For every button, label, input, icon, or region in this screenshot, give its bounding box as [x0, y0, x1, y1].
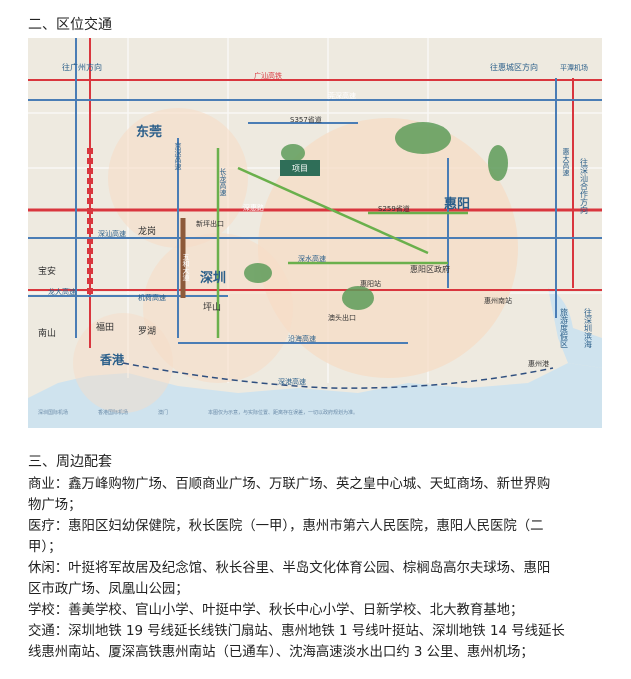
label-shenshan-expy: 深汕高速 — [98, 229, 126, 238]
label-nanshan: 南山 — [38, 327, 56, 339]
label-guanghui-rail: 广汕高铁 — [254, 71, 282, 80]
map-parks — [244, 122, 508, 310]
para-medical-line2: 甲）； — [28, 540, 62, 555]
para-medical-line1: 医疗：惠阳区妇幼保健院，秋长医院（一甲），惠州市第六人民医院，惠阳人民医院（二 — [28, 519, 544, 534]
label-huida-expy: 惠大高速 — [562, 147, 570, 177]
label-longda: 龙大高速 — [48, 287, 76, 296]
project-marker — [280, 160, 320, 176]
label-hongkong: 香港 — [99, 352, 125, 367]
para-leisure-line2: 区市政广场、凤凰山公园； — [28, 582, 189, 597]
label-jingshen: 京深高速 — [174, 141, 182, 171]
label-baoan: 宝安 — [38, 265, 56, 277]
para-commerce-line1: 商业：鑫万峰购物广场、百顺商业广场、万联广场、英之皇中心城、天虹商场、新世界购 — [28, 477, 551, 492]
huiyang-bubble — [258, 118, 518, 378]
para-traffic-line2: 线惠州南站、厦深高铁惠州南站（已通车）、沈海高速淡水出口约 3 公里、惠州机场； — [28, 645, 534, 660]
label-shengang: 深港高速 — [278, 377, 306, 386]
project-label: 项目 — [292, 164, 308, 173]
label-to-shenshan: 往深汕合作方向 — [580, 157, 589, 214]
map-sea — [28, 363, 602, 428]
label-huizhou-port: 惠州港 — [528, 359, 549, 368]
map-green-roads — [216, 148, 468, 338]
label-aotou: 澳头出口 — [328, 313, 356, 322]
label-futian: 福田 — [96, 321, 114, 333]
label-legend-1: 深圳国际机场 — [38, 409, 68, 416]
label-xinping: 新坪出口 — [196, 219, 224, 228]
label-airport: 平潭机场 — [560, 63, 588, 72]
label-changlong: 长龙高速 — [219, 167, 227, 197]
label-district-gov: 惠阳区政府 — [410, 264, 450, 274]
map-expressways — [28, 38, 602, 344]
label-legend-3: 澳门 — [158, 409, 168, 416]
label-s259: S259省道 — [378, 204, 410, 213]
label-jihe: 机荷高速 — [138, 293, 166, 302]
label-pingshan: 坪山 — [203, 302, 221, 313]
label-guanshen-expy: 莞深高速 — [328, 91, 356, 100]
map-footer-note: 本图仅为示意，与实际位置、距离存在误差，一切以政府规划为准。 — [208, 409, 358, 416]
section-title-facilities: 三、周边配套 — [28, 454, 112, 470]
label-dongguan: 东莞 — [136, 124, 162, 140]
para-traffic-line1: 交通：深圳地铁 19 号线延长线铁门扇站、惠州地铁 1 号线叶挺站、深圳地铁 1… — [28, 624, 565, 639]
label-luohu: 罗湖 — [138, 326, 156, 337]
label-shenhui-road: 深惠路 — [243, 203, 264, 212]
label-to-guangzhou: 往广州方向 — [62, 62, 102, 72]
label-to-shenzhen-coast: 往深圳滨海 — [584, 307, 593, 349]
label-longgang: 龙岗 — [138, 225, 156, 237]
section-title-location: 二、区位交通 — [28, 17, 112, 33]
label-shenshui-expy: 深水高速 — [298, 254, 326, 263]
label-to-huicheng: 往惠城区方向 — [490, 62, 538, 72]
location-map: 项目 东莞 深圳 惠阳 香港 宝安 南山 福田 罗湖 龙岗 坪山 惠阳区政府 往… — [28, 38, 602, 428]
map-bay — [548, 288, 602, 368]
label-resort: 旅游度假区 — [560, 307, 569, 348]
label-huiyang: 惠阳 — [444, 196, 470, 212]
label-wuhe: 五和大道 — [182, 253, 190, 282]
label-shenzhen: 深圳 — [200, 270, 226, 286]
para-commerce-line2: 物广场； — [28, 498, 82, 513]
label-s357: S357省道 — [290, 115, 322, 124]
label-yanba-expy: 沿海高速 — [288, 334, 316, 343]
para-school: 学校：善美学校、官山小学、叶挺中学、秋长中心小学、日新学校、北大教育基地； — [28, 603, 524, 618]
para-leisure-line1: 休闲：叶挺将军故居及纪念馆、秋长谷里、半岛文化体育公园、棕榈岛高尔夫球场、惠阳 — [28, 561, 551, 576]
label-huiyang-station: 惠阳站 — [360, 279, 381, 288]
label-legend-2: 香港国际机场 — [98, 409, 128, 416]
label-huizhou-south: 惠州南站 — [484, 296, 512, 305]
